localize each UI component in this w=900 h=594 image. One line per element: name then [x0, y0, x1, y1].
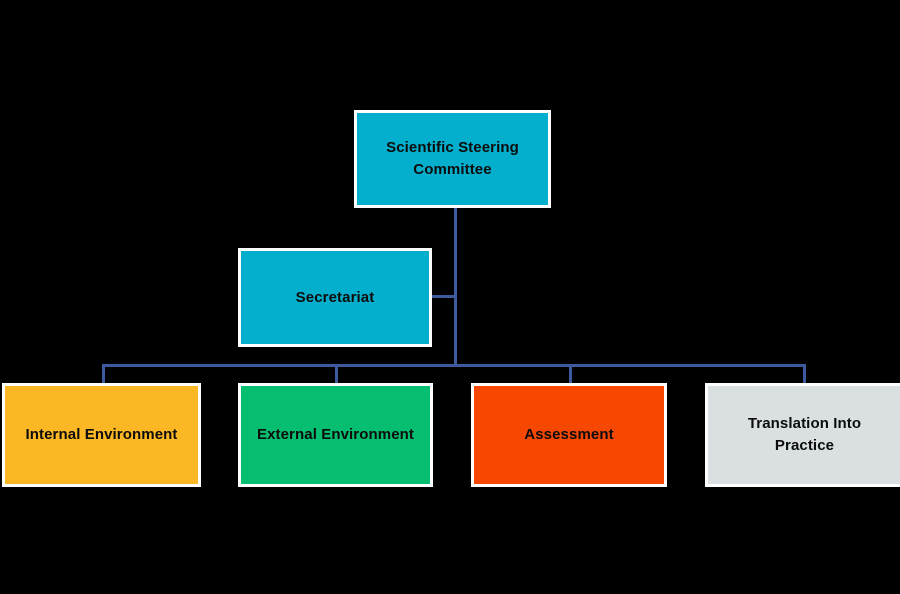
node-secretariat[interactable]: Secretariat [238, 248, 432, 347]
node-assessment[interactable]: Assessment [471, 383, 667, 487]
node-label-secretariat: Secretariat [295, 288, 375, 306]
connector-drop-translation-into-practice [803, 364, 806, 385]
node-internal-environment[interactable]: Internal Environment [2, 383, 201, 487]
connector-drop-internal-environment [102, 364, 105, 385]
node-translation-into-practice[interactable]: Translation Into Practice [705, 383, 900, 487]
node-label-scientific-steering-committee: Scientific Steering Committee [386, 139, 519, 178]
connector-drop-assessment [569, 364, 572, 385]
connector-trunk-to-secretariat [431, 295, 455, 298]
connector-drop-external-environment [335, 364, 338, 385]
connector-ssc-to-bus [454, 207, 457, 367]
node-scientific-steering-committee[interactable]: Scientific Steering Committee [354, 110, 551, 208]
node-label-translation-into-practice: Translation Into Practice [747, 415, 862, 454]
node-external-environment[interactable]: External Environment [238, 383, 433, 487]
node-label-internal-environment: Internal Environment [25, 426, 178, 444]
node-label-external-environment: External Environment [256, 426, 415, 444]
connector-horizontal-bus [102, 364, 806, 367]
node-label-assessment: Assessment [524, 426, 614, 444]
